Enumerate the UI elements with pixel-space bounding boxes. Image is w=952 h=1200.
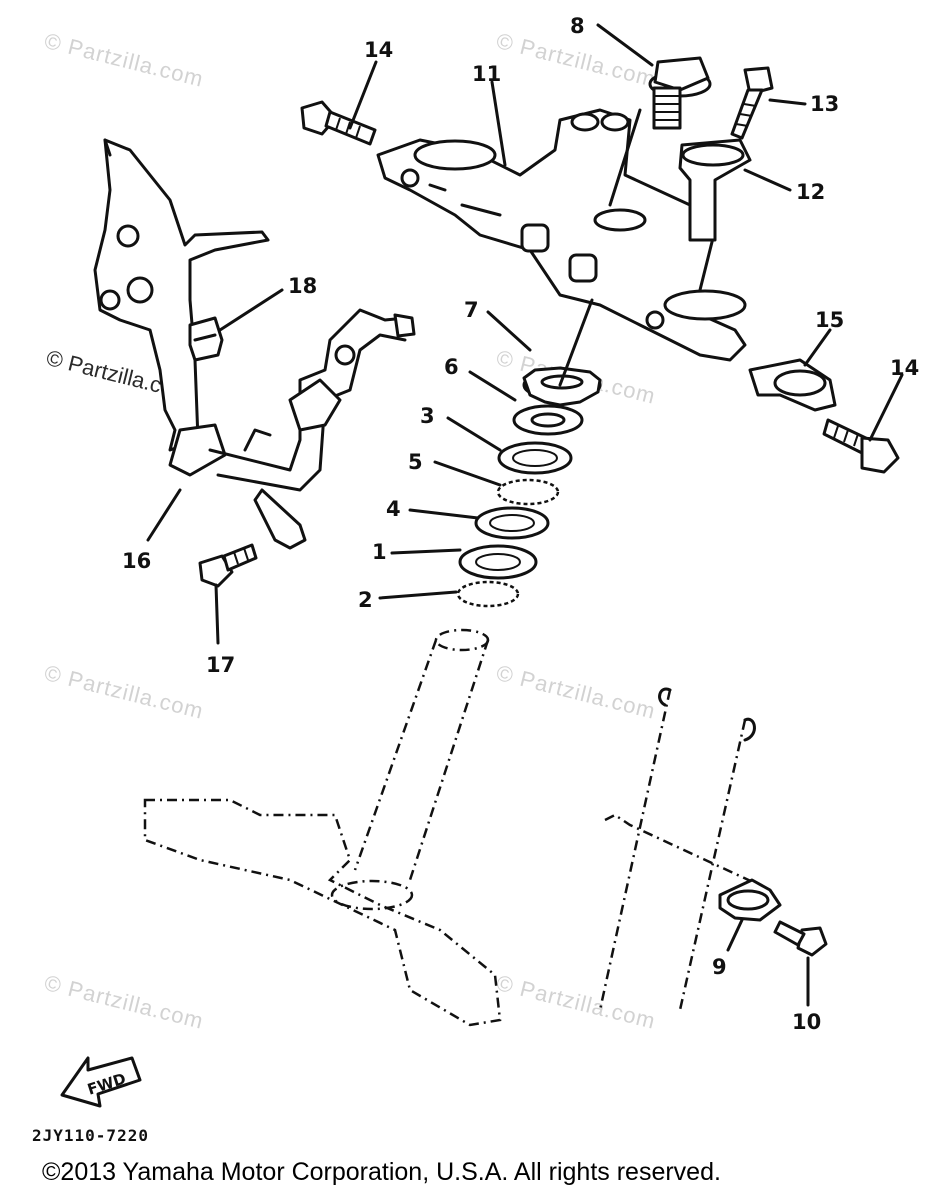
- callout-8: 8: [570, 14, 585, 38]
- callout-13: 13: [810, 92, 840, 116]
- callout-15: 15: [815, 308, 845, 332]
- diagram-code: 2JY110-7220: [32, 1126, 149, 1145]
- ring-nut-7-part[interactable]: [522, 366, 602, 407]
- callout-17: 17: [206, 653, 236, 677]
- bearing-2-part[interactable]: [456, 580, 520, 608]
- race-1-part[interactable]: [458, 544, 538, 580]
- callout-7: 7: [464, 298, 479, 322]
- bolt-10-part[interactable]: [773, 920, 828, 957]
- callout-16: 16: [122, 549, 152, 573]
- callout-leaders: [146, 23, 904, 1007]
- fork-tube-part[interactable]: [598, 687, 771, 1011]
- callout-11: 11: [472, 62, 502, 86]
- clamp-9-part[interactable]: [718, 878, 782, 922]
- bolt-14-lower-part[interactable]: [822, 418, 900, 474]
- copyright-notice: ©2013 Yamaha Motor Corporation, U.S.A. A…: [42, 1158, 721, 1186]
- forward-arrow-icon: FWD: [60, 1056, 142, 1108]
- callout-10: 10: [792, 1010, 822, 1034]
- clamp-15-part[interactable]: [748, 358, 837, 412]
- bolt-13-part[interactable]: [730, 66, 774, 140]
- leader-line: [558, 298, 594, 387]
- bearing-5-part[interactable]: [496, 478, 560, 506]
- callout-18: 18: [288, 274, 318, 298]
- bolt-8-part[interactable]: [648, 56, 712, 130]
- bolt-17-part[interactable]: [198, 543, 258, 588]
- steering-stem-part[interactable]: [143, 628, 502, 1027]
- washer-6-part[interactable]: [512, 404, 584, 436]
- callout-14-upper: 14: [364, 38, 394, 62]
- callout-9: 9: [712, 955, 727, 979]
- upper-bracket-part[interactable]: [376, 108, 747, 362]
- callout-6: 6: [444, 355, 459, 379]
- callout-4: 4: [386, 497, 401, 521]
- callout-12: 12: [796, 180, 826, 204]
- bolt-14-upper-part[interactable]: [300, 100, 377, 146]
- callout-3: 3: [420, 404, 435, 428]
- callout-2: 2: [358, 588, 373, 612]
- leader-line: [608, 108, 642, 207]
- callout-5: 5: [408, 450, 423, 474]
- meter-bracket-part[interactable]: [93, 138, 416, 550]
- grommet-18-part[interactable]: [188, 316, 224, 362]
- handlebar-holder-part[interactable]: [678, 138, 752, 242]
- callout-14-lower: 14: [890, 356, 920, 380]
- race-3-part[interactable]: [497, 441, 573, 475]
- callout-1: 1: [372, 540, 387, 564]
- race-4-part[interactable]: [474, 506, 550, 540]
